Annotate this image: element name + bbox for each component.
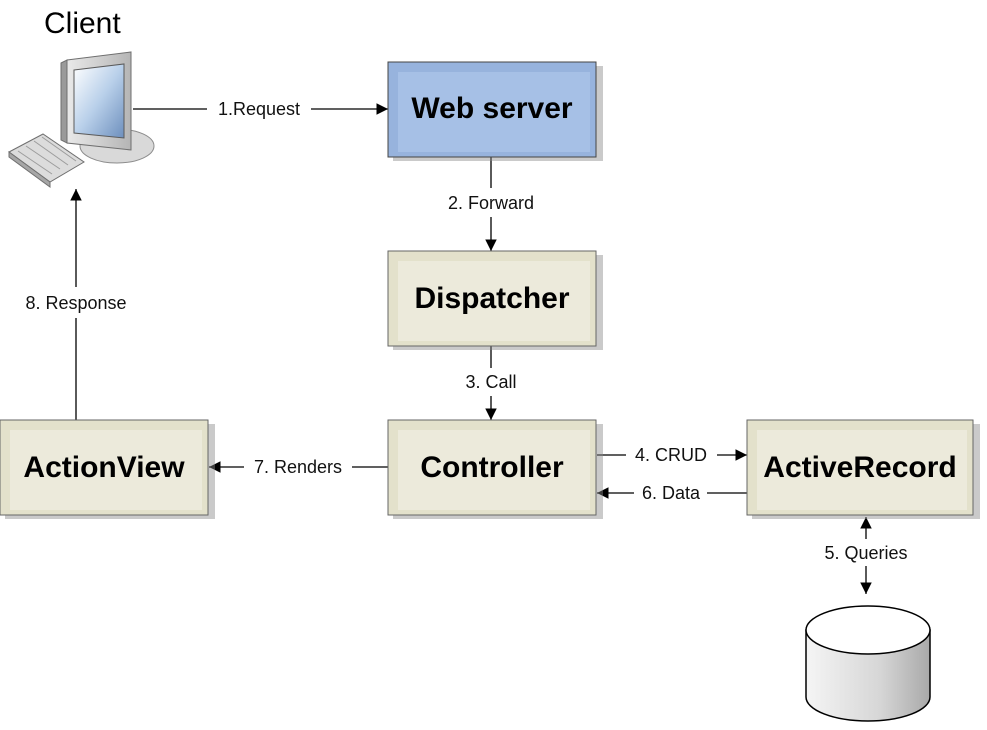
edge-label-crud: 4. CRUD: [635, 445, 707, 465]
web-server-box: Web server: [387, 61, 603, 161]
controller-box: Controller: [387, 419, 603, 519]
web-server-label: Web server: [411, 92, 573, 125]
client-title: Client: [44, 7, 121, 40]
dispatcher-box: Dispatcher: [387, 250, 603, 350]
edge-label-queries: 5. Queries: [824, 543, 907, 563]
activerecord-label: ActiveRecord: [763, 451, 956, 484]
controller-label: Controller: [420, 451, 564, 484]
actionview-label: ActionView: [23, 451, 185, 484]
edge-label-response: 8. Response: [25, 293, 126, 313]
activerecord-box: ActiveRecord: [746, 419, 980, 519]
computer-icon: [8, 51, 155, 188]
connectors: [70, 103, 872, 594]
actionview-box: ActionView: [0, 419, 215, 519]
edge-label-renders: 7. Renders: [254, 457, 342, 477]
edge-label-request: 1.Request: [218, 99, 300, 119]
dispatcher-label: Dispatcher: [414, 282, 569, 315]
database-icon: [805, 605, 931, 722]
edge-label-data: 6. Data: [642, 483, 701, 503]
edge-label-forward: 2. Forward: [448, 193, 534, 213]
edge-label-call: 3. Call: [465, 372, 516, 392]
